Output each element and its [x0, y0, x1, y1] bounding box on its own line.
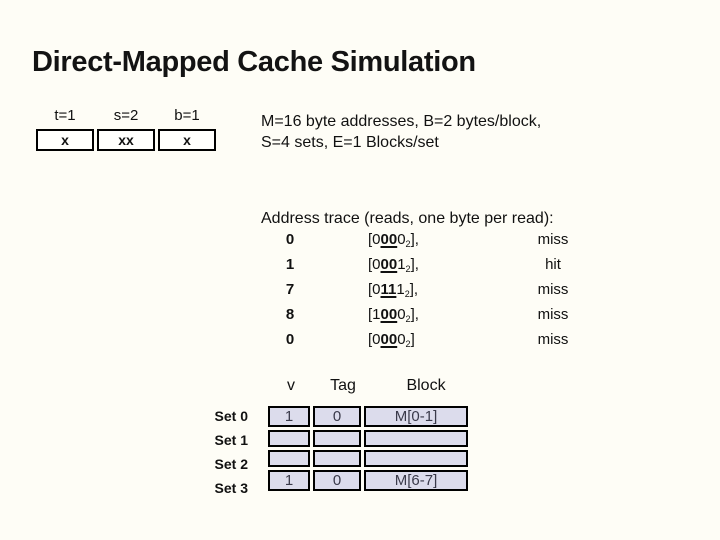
cell-tag: 0	[313, 406, 361, 427]
page-title: Direct-Mapped Cache Simulation	[32, 46, 476, 78]
trace-binary: [00002]	[368, 331, 415, 349]
row-label-set-2: Set 2	[214, 456, 248, 472]
binary-base-subscript: 2	[405, 339, 411, 349]
row-label-set-0: Set 0	[214, 408, 248, 424]
binary-close: ],	[409, 281, 419, 298]
field-cell-tag: x	[36, 129, 94, 151]
trace-address: 8	[285, 306, 295, 323]
trace-address: 1	[285, 256, 295, 273]
trace-binary: [00002],	[368, 231, 419, 249]
binary-set-bits: 11	[380, 281, 397, 298]
binary-offset-bit: 1	[397, 256, 406, 273]
cell-block: M[0-1]	[364, 406, 468, 427]
cell-tag	[313, 450, 361, 467]
trace-binary: [01112],	[368, 281, 419, 299]
table-row	[268, 450, 468, 467]
binary-base-subscript: 2	[405, 314, 411, 324]
binary-set-bits: 00	[380, 331, 398, 348]
binary-prefix: [0	[368, 231, 381, 248]
trace-status: hit	[545, 256, 561, 273]
cell-tag: 0	[313, 470, 361, 491]
trace-binary: [00012],	[368, 256, 419, 274]
binary-set-bits: 00	[380, 256, 398, 273]
trace-address: 7	[285, 281, 295, 298]
cell-valid	[268, 450, 310, 467]
cell-valid	[268, 430, 310, 447]
row-label-set-3: Set 3	[214, 480, 248, 496]
binary-prefix: [1	[368, 306, 381, 323]
cell-block	[364, 430, 468, 447]
table-row: 1 0 M[6-7]	[268, 470, 468, 491]
trace-address: 0	[285, 331, 295, 348]
binary-close: ],	[410, 256, 419, 273]
row-label-set-1: Set 1	[214, 432, 248, 448]
cell-valid: 1	[268, 470, 310, 491]
binary-close: ]	[410, 331, 415, 348]
field-cell-offset: x	[158, 129, 216, 151]
cell-block	[364, 450, 468, 467]
table-row: 1 0 M[0-1]	[268, 406, 468, 427]
binary-prefix: [0	[368, 331, 381, 348]
trace-status: miss	[537, 281, 569, 298]
address-field-cells: x xx x	[36, 129, 216, 151]
field-header-tag: t=1	[54, 107, 76, 124]
params-line-2: S=4 sets, E=1 Blocks/set	[261, 134, 439, 151]
binary-offset-bit: 0	[397, 231, 406, 248]
column-header-block: Block	[406, 377, 446, 394]
params-line-1: M=16 byte addresses, B=2 bytes/block,	[261, 113, 542, 130]
binary-close: ],	[410, 306, 419, 323]
binary-base-subscript: 2	[405, 239, 411, 249]
cell-tag	[313, 430, 361, 447]
column-header-tag: Tag	[330, 377, 356, 394]
binary-offset-bit: 1	[396, 281, 405, 298]
binary-prefix: [0	[368, 256, 381, 273]
trace-address: 0	[285, 231, 295, 248]
binary-prefix: [0	[368, 281, 381, 298]
trace-status: miss	[537, 331, 569, 348]
field-header-set: s=2	[113, 107, 139, 124]
column-header-valid: v	[287, 377, 295, 394]
binary-offset-bit: 0	[397, 331, 406, 348]
cell-valid: 1	[268, 406, 310, 427]
binary-offset-bit: 0	[397, 306, 406, 323]
trace-binary: [10002],	[368, 306, 419, 324]
field-header-offset: b=1	[174, 107, 200, 124]
trace-status: miss	[537, 306, 569, 323]
trace-heading: Address trace (reads, one byte per read)…	[261, 210, 554, 227]
trace-status: miss	[537, 231, 569, 248]
binary-base-subscript: 2	[405, 264, 411, 274]
field-cell-set: xx	[97, 129, 155, 151]
cell-block: M[6-7]	[364, 470, 468, 491]
cache-parameters: M=16 byte addresses, B=2 bytes/block, S=…	[261, 111, 541, 153]
binary-set-bits: 00	[380, 306, 398, 323]
binary-set-bits: 00	[380, 231, 398, 248]
address-field-headers: t=1 s=2 b=1	[36, 107, 216, 124]
binary-close: ],	[410, 231, 419, 248]
cache-state-table: 1 0 M[0-1] 1 0 M[6-7]	[265, 403, 471, 494]
table-row	[268, 430, 468, 447]
binary-base-subscript: 2	[404, 289, 410, 299]
